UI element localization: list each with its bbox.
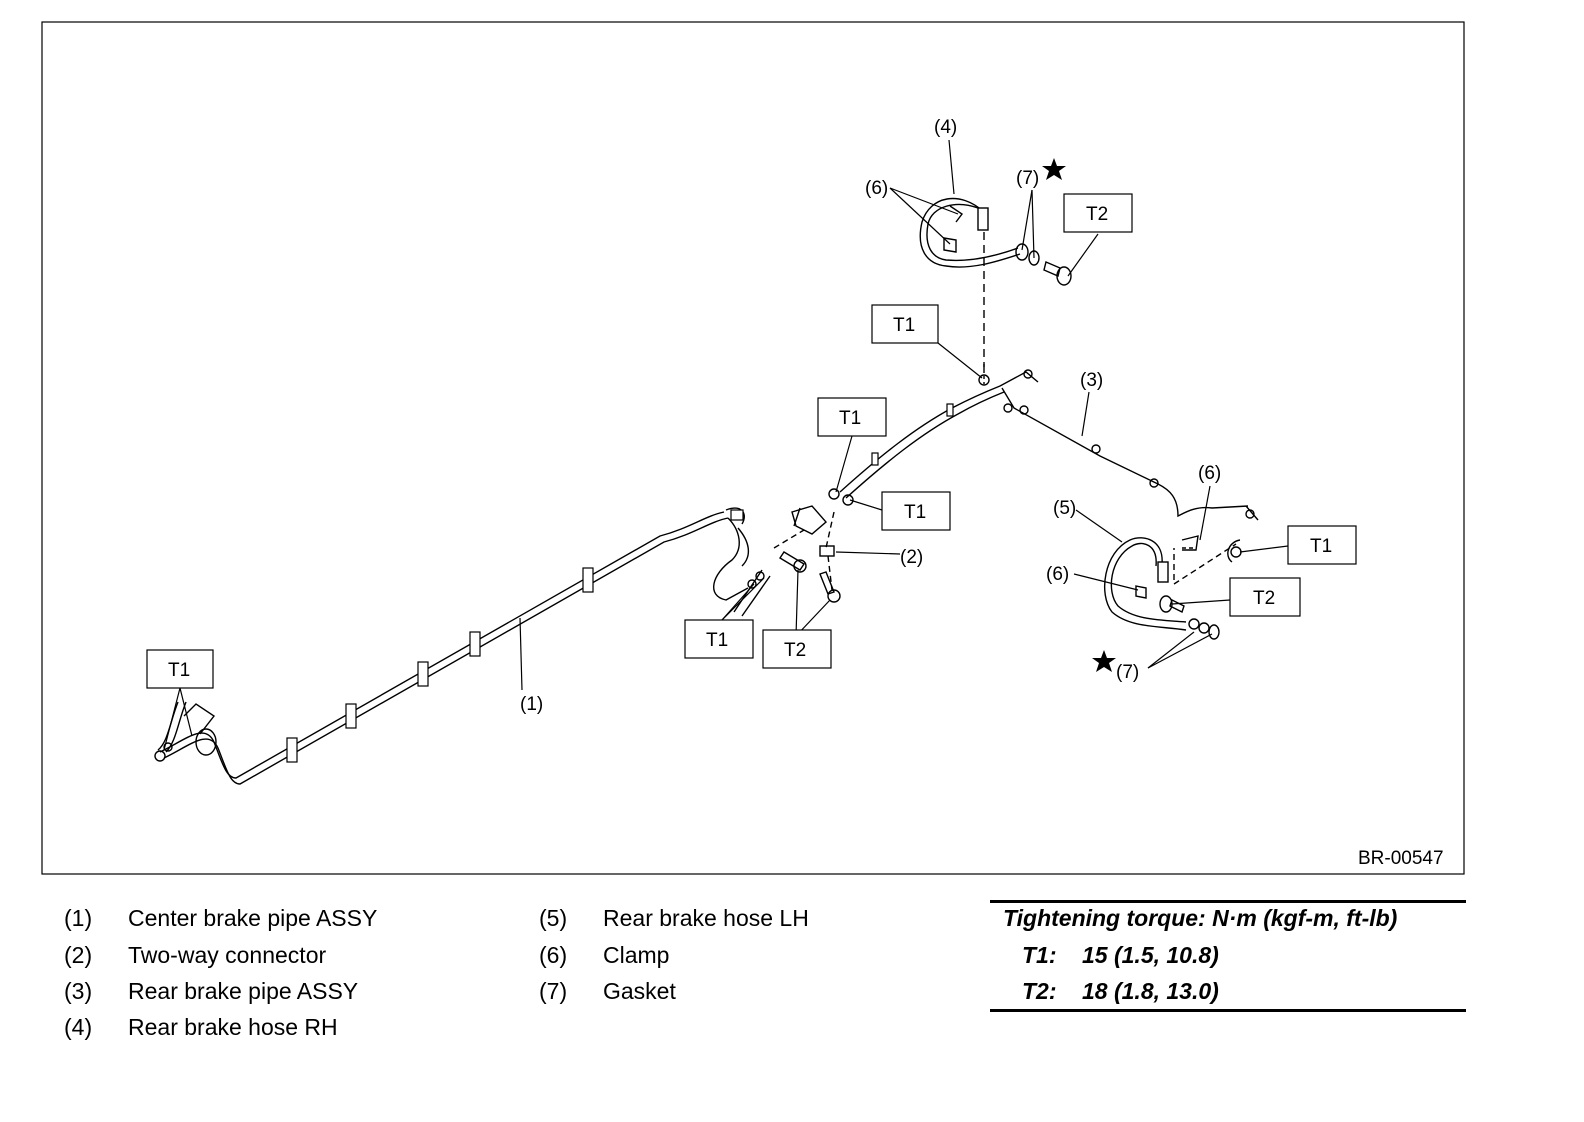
star-icon <box>1092 650 1116 672</box>
torque-box-t1: T1 <box>904 502 926 523</box>
legend-label: Rear brake hose LH <box>603 905 809 931</box>
legend-label: Two-way connector <box>128 942 327 968</box>
legend-number: (1) <box>64 905 93 931</box>
legend-number: (2) <box>64 942 93 968</box>
legend-label: Rear brake pipe ASSY <box>128 978 359 1004</box>
legend-number: (7) <box>539 978 568 1004</box>
legend-label: Rear brake hose RH <box>128 1014 338 1040</box>
torque-row-label: T2: <box>1022 978 1057 1004</box>
callouts: (1) (2) (3) (4) (5) (6) (6) (6) (7) (7) <box>520 117 1221 715</box>
legend-number: (5) <box>539 905 568 931</box>
center-brake-pipe <box>154 507 771 785</box>
torque-boxes: T1 T1 T2 T1 T1 T1 T2 T1 T2 <box>146 193 1357 689</box>
torque-row-value: 15 (1.5, 10.8) <box>1082 942 1219 968</box>
callout-6-low: (6) <box>1046 564 1069 585</box>
torque-box-t1: T1 <box>706 630 728 651</box>
callout-5: (5) <box>1053 498 1076 519</box>
pipe-clips <box>286 509 744 763</box>
callout-2: (2) <box>900 547 923 568</box>
figure-id: BR-00547 <box>1358 848 1444 869</box>
callout-3: (3) <box>1080 370 1103 391</box>
torque-table-top-rule <box>990 900 1466 903</box>
star-icon <box>1042 158 1066 180</box>
callout-7-low: (7) <box>1116 662 1139 683</box>
torque-box-t1: T1 <box>1310 536 1332 557</box>
torque-row-value: 18 (1.8, 13.0) <box>1082 978 1219 1004</box>
legend-label: Gasket <box>603 978 676 1004</box>
torque-row-label: T1: <box>1022 942 1057 968</box>
torque-table-title: Tightening torque: N·m (kgf-m, ft-lb) <box>1003 905 1398 931</box>
two-way-connector-parts <box>773 505 841 603</box>
rear-brake-hose-rh <box>919 197 1072 384</box>
legend-number: (4) <box>64 1014 93 1040</box>
torque-box-t1: T1 <box>839 408 861 429</box>
rear-brake-hose-lh <box>1104 535 1242 640</box>
leader-lines <box>163 139 1289 751</box>
torque-box-t2: T2 <box>1086 204 1108 225</box>
torque-box-t1: T1 <box>168 660 190 681</box>
legend-number: (3) <box>64 978 93 1004</box>
legend-label: Clamp <box>603 942 670 968</box>
callout-6-top: (6) <box>865 178 888 199</box>
diagram-frame <box>41 21 1465 875</box>
torque-box-t2: T2 <box>784 640 806 661</box>
callout-6-mid: (6) <box>1198 463 1221 484</box>
callout-1: (1) <box>520 694 543 715</box>
replace-star-marks <box>1042 158 1116 672</box>
torque-table-bottom-rule <box>990 1009 1466 1012</box>
callout-7-top: (7) <box>1016 168 1039 189</box>
torque-box-t1: T1 <box>893 315 915 336</box>
callout-4: (4) <box>934 117 957 138</box>
legend-number: (6) <box>539 942 568 968</box>
legend-label: Center brake pipe ASSY <box>128 905 378 931</box>
torque-box-t2: T2 <box>1253 588 1275 609</box>
rear-pipe-clips <box>871 403 954 466</box>
